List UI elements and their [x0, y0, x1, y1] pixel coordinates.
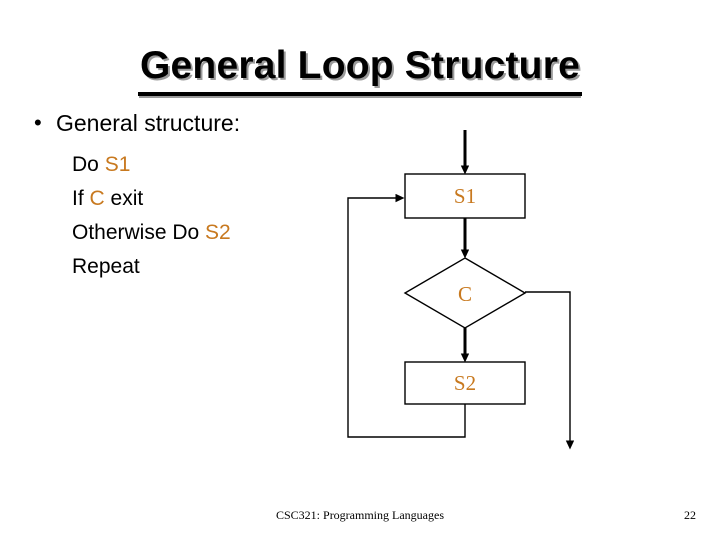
pseudocode-line: Do S1: [72, 148, 231, 182]
page-title: General Loop Structure: [138, 44, 582, 96]
node-c-label: C: [458, 282, 472, 306]
bullet-item: • General structure:: [34, 108, 240, 138]
pseudocode-highlight: S2: [205, 221, 231, 244]
pseudocode-highlight: C: [89, 187, 105, 210]
page-number: 22: [684, 508, 696, 522]
pseudocode-prefix: Otherwise Do: [72, 221, 206, 244]
title-container: General Loop Structure: [0, 44, 720, 96]
node-s2-label: S2: [454, 371, 476, 395]
node-s1-label: S1: [454, 184, 476, 208]
pseudocode-line: Repeat: [72, 250, 231, 284]
pseudocode-line: Otherwise Do S2: [72, 216, 231, 250]
bullet-marker-icon: •: [34, 110, 42, 135]
footer-course-label: CSC321: Programming Languages: [276, 508, 444, 522]
pseudocode-highlight: S1: [104, 153, 131, 176]
pseudocode-block: Do S1 If C exit Otherwise Do S2 Repeat: [72, 148, 231, 284]
flowchart-svg: S1 C S2: [347, 130, 575, 450]
pseudocode-prefix: If: [72, 187, 90, 210]
pseudocode-prefix: Do: [72, 153, 105, 176]
pseudocode-prefix: Repeat: [72, 255, 140, 278]
bullet-item-label: General structure:: [56, 110, 241, 136]
node-s2-box: [404, 361, 526, 405]
pseudocode-suffix: exit: [104, 187, 144, 210]
edge-c-to-exit: [525, 291, 575, 450]
pseudocode-line: If C exit: [72, 182, 231, 216]
edge-s2-to-s1-loopback: [347, 193, 466, 438]
loop-flowchart: S1 C S2: [330, 120, 720, 465]
